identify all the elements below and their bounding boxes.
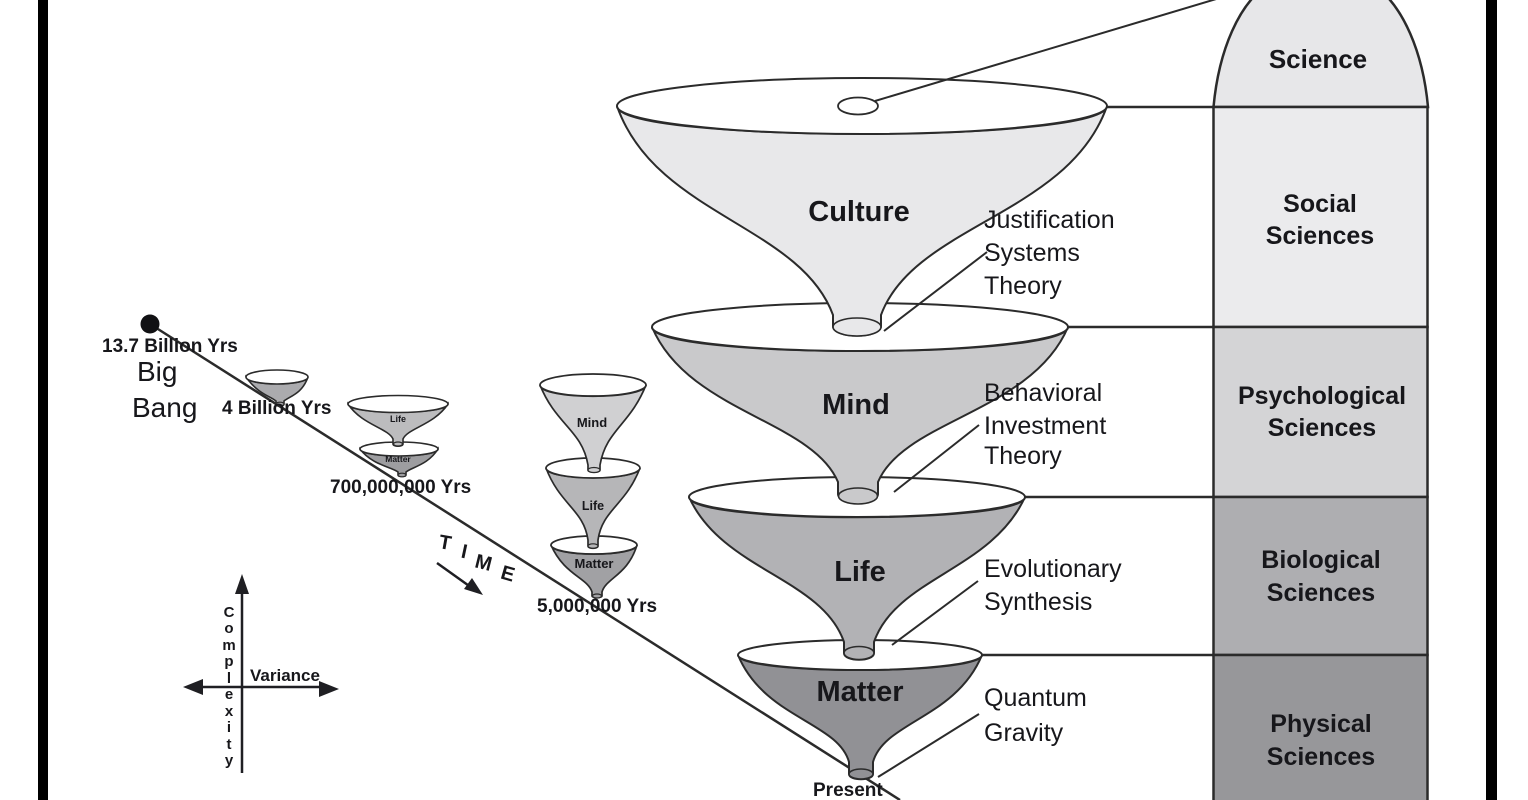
evolutionary-pointer-line xyxy=(891,580,979,646)
biological-sciences-label-2: Sciences xyxy=(1267,579,1375,607)
big-bang-label-line1: Big xyxy=(137,356,177,387)
culture-label: Culture xyxy=(808,196,910,228)
milestone-5m-label: 5,000,000 Yrs xyxy=(537,596,657,617)
left-frame-border xyxy=(38,0,48,800)
mind-label: Mind xyxy=(822,389,890,421)
mini-5m-matter-label: Matter xyxy=(574,556,613,571)
behavioral-theory-line3: Theory xyxy=(984,442,1062,470)
mini-700m-matter-label: Matter xyxy=(385,454,411,464)
justification-theory-line2: Systems xyxy=(984,239,1080,267)
psychological-sciences-box xyxy=(1212,325,1429,499)
behavioral-theory-line1: Behavioral xyxy=(984,379,1102,407)
matter-funnel xyxy=(737,639,983,781)
mini-funnel-5m-mind xyxy=(539,373,647,474)
mini-700m-life-label: Life xyxy=(390,414,406,424)
mini-funnel-700m-life xyxy=(347,394,449,448)
complexity-letter-2: m xyxy=(222,637,235,654)
culture-funnel xyxy=(616,77,1108,337)
social-sciences-label-1: Social xyxy=(1283,190,1357,218)
complexity-letter-6: x xyxy=(225,703,234,720)
big-bang-label-line2: Bang xyxy=(132,392,197,423)
right-frame-border xyxy=(1486,0,1497,800)
complexity-letter-9: y xyxy=(225,752,234,769)
science-dome xyxy=(1212,0,1430,109)
time-letter-e: E xyxy=(498,562,517,587)
milestone-4b-label: 4 Billion Yrs xyxy=(222,398,331,419)
quantum-theory-line2: Gravity xyxy=(984,719,1064,747)
present-label: Present xyxy=(813,780,883,800)
variance-arrowhead-right xyxy=(319,681,339,697)
variance-label: Variance xyxy=(250,666,320,685)
time-arrow xyxy=(436,561,483,595)
justification-theory-line1: Justification xyxy=(984,206,1115,234)
physical-sciences-box xyxy=(1212,653,1429,800)
behavioral-pointer-line xyxy=(893,424,980,493)
psychological-sciences-label-2: Sciences xyxy=(1268,414,1376,442)
social-sciences-box xyxy=(1212,105,1429,329)
behavioral-theory-line2: Investment xyxy=(984,412,1106,440)
time-letter-i: I xyxy=(459,541,469,564)
time-diagonal-line xyxy=(149,322,901,800)
variance-arrowhead-left xyxy=(183,679,203,695)
complexity-letter-1: o xyxy=(224,620,233,637)
matter-label: Matter xyxy=(816,676,903,708)
science-label: Science xyxy=(1269,44,1367,74)
evolutionary-theory-line2: Synthesis xyxy=(984,588,1092,616)
physical-sciences-label-2: Sciences xyxy=(1267,743,1375,771)
psychological-sciences-label-1: Psychological xyxy=(1238,382,1406,410)
mini-5m-mind-label: Mind xyxy=(577,415,607,430)
evolutionary-theory-line1: Evolutionary xyxy=(984,555,1122,583)
mini-5m-life-label: Life xyxy=(582,499,604,513)
biological-sciences-label-1: Biological xyxy=(1261,546,1380,574)
complexity-letter-5: e xyxy=(225,686,233,703)
complexity-letter-8: t xyxy=(227,736,232,753)
complexity-axis xyxy=(235,574,249,773)
justification-pointer-line xyxy=(883,251,988,332)
complexity-arrowhead xyxy=(235,574,249,594)
time-letter-t: T xyxy=(437,531,453,555)
complexity-letter-4: l xyxy=(227,670,231,687)
quantum-theory-line1: Quantum xyxy=(984,684,1087,712)
complexity-letter-3: p xyxy=(224,653,233,670)
complexity-letter-7: i xyxy=(227,719,231,736)
life-label: Life xyxy=(834,556,886,588)
culture-apex-hole xyxy=(837,96,879,116)
biological-sciences-box xyxy=(1212,495,1429,657)
mini-funnel-4b xyxy=(245,369,309,408)
social-sciences-label-2: Sciences xyxy=(1266,222,1374,250)
science-connector-line xyxy=(874,0,1217,102)
time-letter-m: M xyxy=(473,550,494,575)
variance-axis xyxy=(183,679,339,697)
big-bang-dot xyxy=(140,314,160,334)
complexity-letter-0: C xyxy=(224,604,235,621)
big-bang-time-label: 13.7 Billion Yrs xyxy=(102,336,238,357)
justification-theory-line3: Theory xyxy=(984,272,1062,300)
milestone-700m-label: 700,000,000 Yrs xyxy=(330,477,471,498)
physical-sciences-label-1: Physical xyxy=(1270,710,1371,738)
quantum-pointer-line xyxy=(877,713,980,778)
